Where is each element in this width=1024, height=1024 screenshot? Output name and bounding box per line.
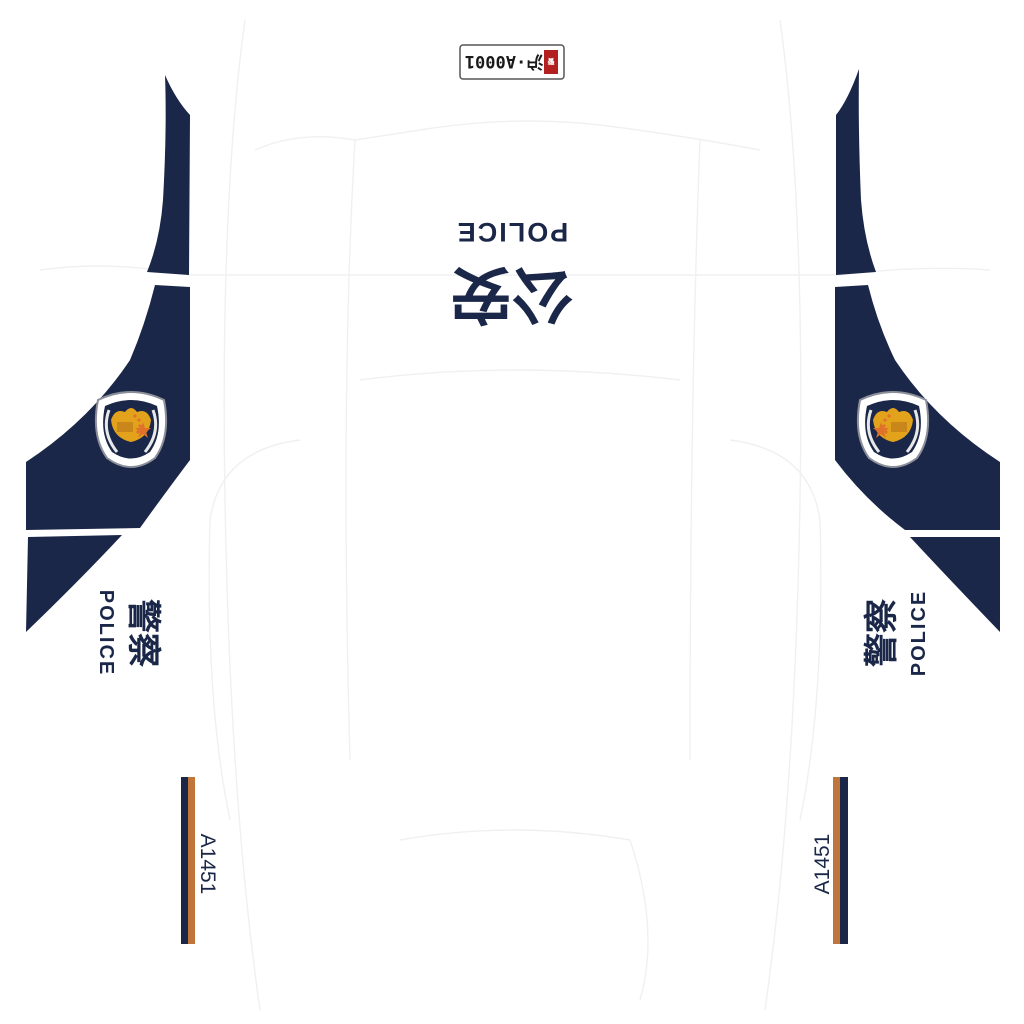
left-rear-navy-panel xyxy=(147,75,190,275)
left-door-english-text: POLICE xyxy=(95,590,117,676)
roof-english-text: POLICE xyxy=(456,217,569,247)
left-unit-number: A1451 xyxy=(196,834,219,895)
left-side-livery xyxy=(26,75,190,632)
body-panel-guides xyxy=(39,19,991,1011)
left-door-navy-panel xyxy=(26,535,122,632)
right-rear-stripe: A1451 xyxy=(811,777,848,944)
right-unit-number: A1451 xyxy=(811,834,834,895)
right-door-english-text: POLICE xyxy=(908,590,930,676)
right-door-navy-panel xyxy=(910,537,1000,632)
right-side-livery xyxy=(835,69,1000,632)
right-door-markings: 警察 POLICE xyxy=(862,590,930,676)
license-plate-badge: 警 xyxy=(548,57,555,66)
left-door-markings: 警察 POLICE xyxy=(95,590,163,676)
roof-chinese-text: 公安 xyxy=(450,258,574,331)
license-plate: 警 沪·A0001 xyxy=(459,44,565,80)
police-emblem-icon xyxy=(856,390,930,469)
license-plate-number: 沪·A0001 xyxy=(465,51,543,72)
police-emblem-icon xyxy=(94,390,168,469)
roof-markings: 公安 POLICE xyxy=(450,217,574,331)
left-rear-stripe: A1451 xyxy=(181,777,219,944)
left-door-chinese-text: 警察 xyxy=(123,599,163,667)
right-rear-navy-panel xyxy=(836,69,876,275)
right-door-chinese-text: 警察 xyxy=(862,599,902,667)
